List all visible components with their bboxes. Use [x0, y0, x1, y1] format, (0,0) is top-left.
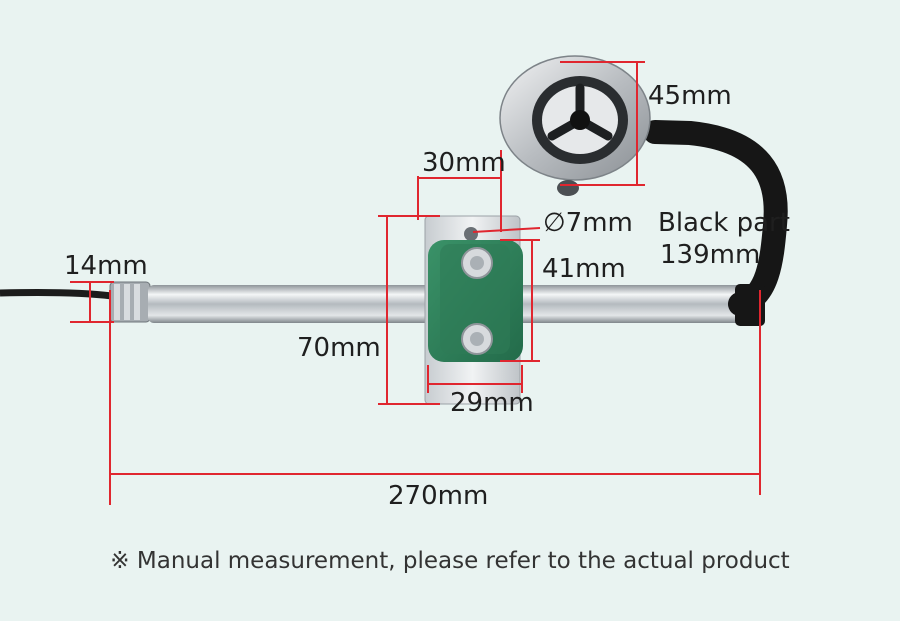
- clamp-width-label: 29mm: [450, 388, 534, 418]
- hole-diameter-label: ∅7mm: [543, 208, 633, 238]
- cable-diameter-label: 14mm: [64, 251, 148, 281]
- tube-clamp: [428, 240, 523, 362]
- total-length-label: 270mm: [388, 481, 489, 511]
- fan-diameter-label: 45mm: [648, 81, 732, 111]
- bracket-top-width-label: 30mm: [422, 148, 506, 178]
- cable: [0, 288, 113, 300]
- bracket-height-label: 70mm: [297, 333, 381, 363]
- black-part-length-label: 139mm: [660, 240, 761, 270]
- fan-head: [499, 55, 651, 196]
- clamp-height-label: 41mm: [542, 254, 626, 284]
- black-part-title-label: Black part: [658, 208, 790, 238]
- measurement-note: ※ Manual measurement, please refer to th…: [110, 548, 790, 574]
- dimension-lines: [70, 61, 761, 505]
